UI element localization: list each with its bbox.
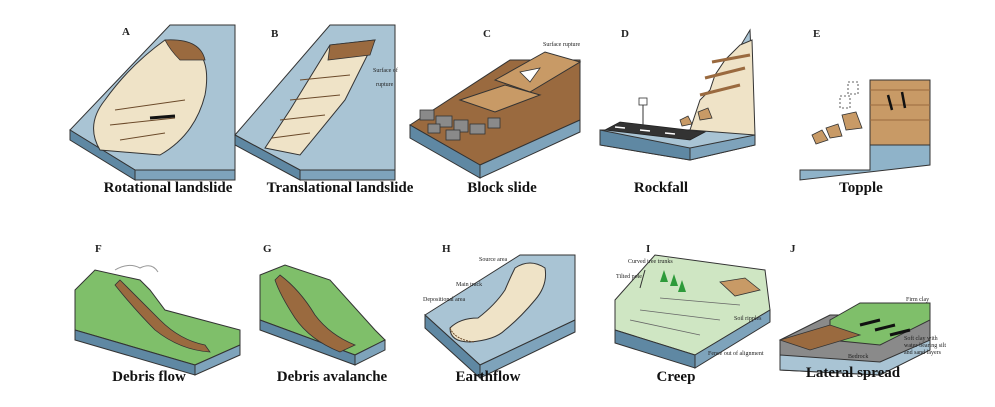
annotation-surface-rupture: Surface rupture bbox=[543, 42, 581, 48]
caption-debris-avalanche: Debris avalanche bbox=[276, 369, 388, 385]
annotation-bedrock: Bedrock bbox=[848, 354, 869, 360]
caption-rockfall: Rockfall bbox=[633, 180, 689, 196]
block-creep bbox=[614, 254, 771, 369]
annotation-sand-layers: and sand layers bbox=[904, 350, 941, 356]
block-topple bbox=[799, 79, 931, 181]
annotation-source-area: Source area bbox=[479, 257, 508, 263]
annotation-firm-clay: Firm clay bbox=[906, 297, 930, 303]
annotation-tilted-pole: Tilted pole bbox=[616, 274, 642, 280]
annotation-depositional-area: Depositional area bbox=[423, 297, 466, 303]
caption-earthflow: Earthflow bbox=[455, 369, 521, 385]
block-debris-flow bbox=[74, 264, 241, 376]
caption-topple: Topple bbox=[839, 180, 883, 196]
annotation-curved-tree-trunks: Curved tree trunks bbox=[628, 259, 673, 265]
annotation-fence-out-of-alignment: Fence out of alignment bbox=[708, 351, 764, 357]
annotation-surface-of: Surface of bbox=[373, 68, 398, 74]
panel-letter-c: C bbox=[483, 28, 491, 40]
block-lateral-spread bbox=[778, 302, 931, 376]
block-block-slide bbox=[409, 51, 582, 179]
caption-debris-flow: Debris flow bbox=[112, 369, 186, 385]
panel-letter-e: E bbox=[813, 28, 821, 40]
panel-letter-b: B bbox=[271, 28, 279, 40]
block-translational-landslide bbox=[234, 24, 396, 181]
caption-block-slide: Block slide bbox=[467, 180, 537, 196]
caption-rotational-landslide: Rotational landslide bbox=[103, 180, 233, 196]
caption-lateral-spread: Lateral spread bbox=[805, 365, 901, 381]
annotation-soft-clay-with: Soft clay with bbox=[904, 336, 938, 342]
caption-creep: Creep bbox=[656, 369, 696, 385]
annotation-soil-ripples: Soil ripples bbox=[734, 316, 762, 322]
block-rockfall bbox=[599, 28, 756, 161]
panel-letter-d: D bbox=[621, 28, 629, 40]
block-earthflow bbox=[424, 254, 576, 380]
block-rotational-landslide bbox=[69, 24, 236, 181]
annotation-rupture: rupture bbox=[376, 82, 394, 88]
panel-letter-g: G bbox=[263, 243, 272, 255]
panel-letter-f: F bbox=[95, 243, 102, 255]
annotation-water-bearing-silt: water-bearing silt bbox=[904, 343, 947, 349]
block-debris-avalanche bbox=[259, 264, 386, 366]
panel-letter-h: H bbox=[442, 243, 451, 255]
panel-letter-j: J bbox=[790, 243, 796, 255]
caption-translational-landslide: Translational landslide bbox=[266, 180, 414, 196]
annotation-main-track: Main track bbox=[456, 282, 483, 288]
panel-letter-i: I bbox=[646, 243, 651, 255]
panel-letter-a: A bbox=[122, 26, 130, 38]
